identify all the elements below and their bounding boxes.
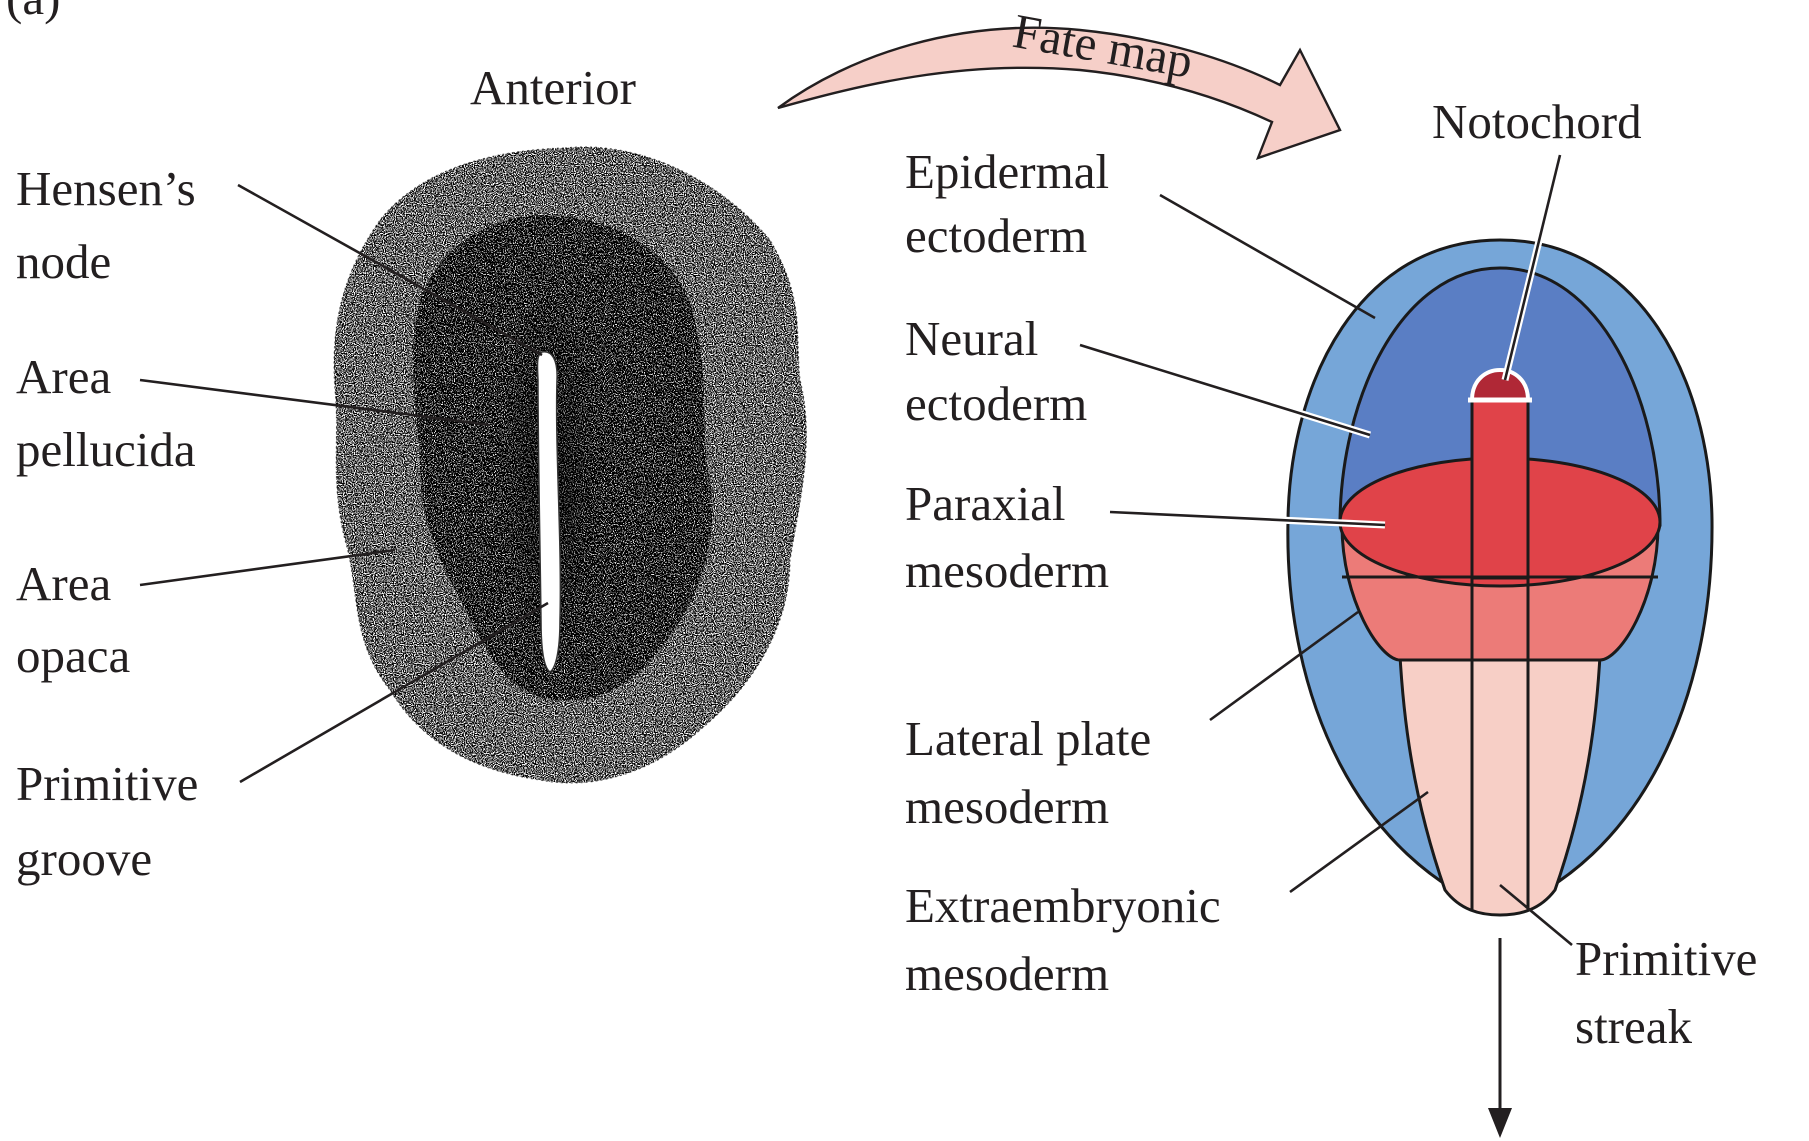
- paraxial-mesoderm-label: Paraxial mesoderm: [905, 476, 1109, 598]
- hensens-node-line1: Hensen’s: [16, 161, 196, 216]
- primitive-streak-line2: streak: [1575, 999, 1692, 1054]
- primitive-groove-shape: [537, 352, 560, 672]
- primitive-groove-line2: groove: [16, 831, 152, 886]
- epidermal-ectoderm-label: Epidermal ectoderm: [905, 144, 1109, 263]
- notochord-region: [1472, 400, 1528, 578]
- area-opaca-line2: opaca: [16, 628, 130, 683]
- lateral-plate-mesoderm-line2: mesoderm: [905, 779, 1109, 834]
- epidermal-ectoderm-line1: Epidermal: [905, 144, 1109, 199]
- area-pellucida-label: Area pellucida: [16, 349, 196, 477]
- lateral-plate-mesoderm-label: Lateral plate mesoderm: [905, 711, 1151, 834]
- paraxial-mesoderm-line1: Paraxial: [905, 476, 1066, 531]
- posterior-arrow: [1488, 938, 1512, 1138]
- primitive-streak-label: Primitive streak: [1575, 931, 1757, 1054]
- fate-map-label: Fate map: [1009, 3, 1197, 89]
- anterior-label: Anterior: [470, 60, 636, 115]
- leader-epidermal-ectoderm: [1160, 195, 1375, 318]
- epidermal-ectoderm-line2: ectoderm: [905, 208, 1087, 263]
- panel-label: (a): [6, 0, 60, 25]
- neural-ectoderm-line1: Neural: [905, 311, 1038, 366]
- fate-map-arrow: Fate map: [778, 3, 1340, 158]
- primitive-groove-label: Primitive groove: [16, 756, 198, 886]
- area-opaca-label: Area opaca: [16, 556, 130, 683]
- hensens-node-line2: node: [16, 234, 111, 289]
- primitive-streak-line1: Primitive: [1575, 931, 1757, 986]
- notochord-label: Notochord: [1432, 94, 1642, 149]
- area-pellucida-line2: pellucida: [16, 422, 196, 477]
- fate-map-diagram: [1288, 240, 1712, 915]
- fate-map-text: Fate map: [1009, 3, 1197, 89]
- paraxial-mesoderm-line2: mesoderm: [905, 543, 1109, 598]
- lateral-plate-mesoderm-line1: Lateral plate: [905, 711, 1151, 766]
- hensens-node-label: Hensen’s node: [16, 161, 196, 289]
- extraembryonic-mesoderm-label: Extraembryonic mesoderm: [905, 878, 1221, 1001]
- neural-ectoderm-line2: ectoderm: [905, 376, 1087, 431]
- primitive-groove-line1: Primitive: [16, 756, 198, 811]
- arrowhead-icon: [1488, 1108, 1512, 1138]
- area-opaca-line1: Area: [16, 556, 111, 611]
- extraembryonic-mesoderm-line2: mesoderm: [905, 946, 1109, 1001]
- area-pellucida-line1: Area: [16, 349, 111, 404]
- neural-ectoderm-label: Neural ectoderm: [905, 311, 1087, 431]
- extraembryonic-mesoderm-line1: Extraembryonic: [905, 878, 1221, 933]
